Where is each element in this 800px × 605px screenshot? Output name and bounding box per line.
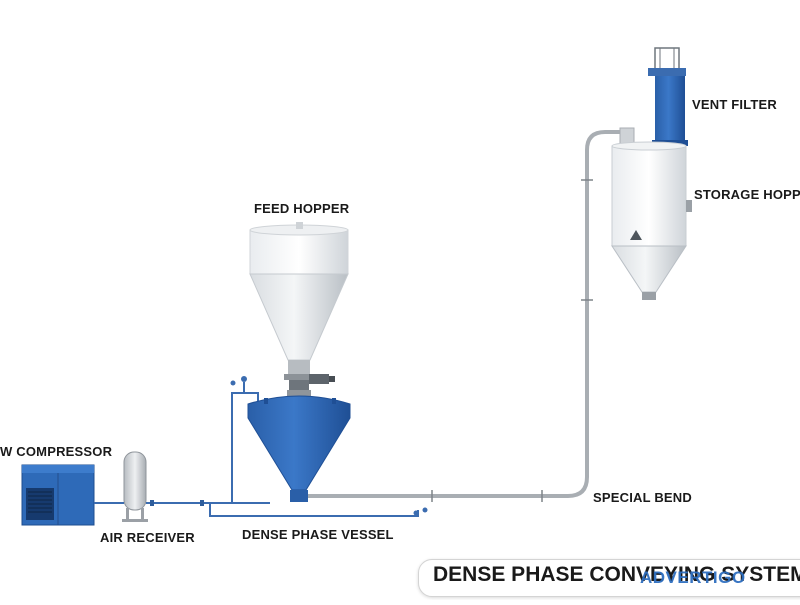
air-receiver-label: AIR RECEIVER	[100, 530, 195, 545]
dense-phase-vessel	[247, 390, 351, 502]
vent-filter	[648, 47, 688, 146]
compressor	[21, 464, 95, 526]
air-receiver	[122, 451, 148, 522]
special-bend-label: SPECIAL BEND	[593, 490, 692, 505]
storage-hopper-label: STORAGE HOPPE	[694, 187, 800, 202]
feed-hopper	[249, 222, 349, 392]
storage-hopper	[611, 127, 692, 300]
compressor-label: W COMPRESSOR	[0, 444, 113, 459]
vent-filter-label: VENT FILTER	[692, 97, 778, 112]
dense-phase-vessel-label: DENSE PHASE VESSEL	[242, 527, 394, 542]
conveying-pipeline	[306, 130, 625, 498]
pipe-joints	[431, 179, 593, 502]
air-line-valves	[150, 376, 428, 516]
feed-hopper-label: FEED HOPPER	[254, 201, 350, 216]
